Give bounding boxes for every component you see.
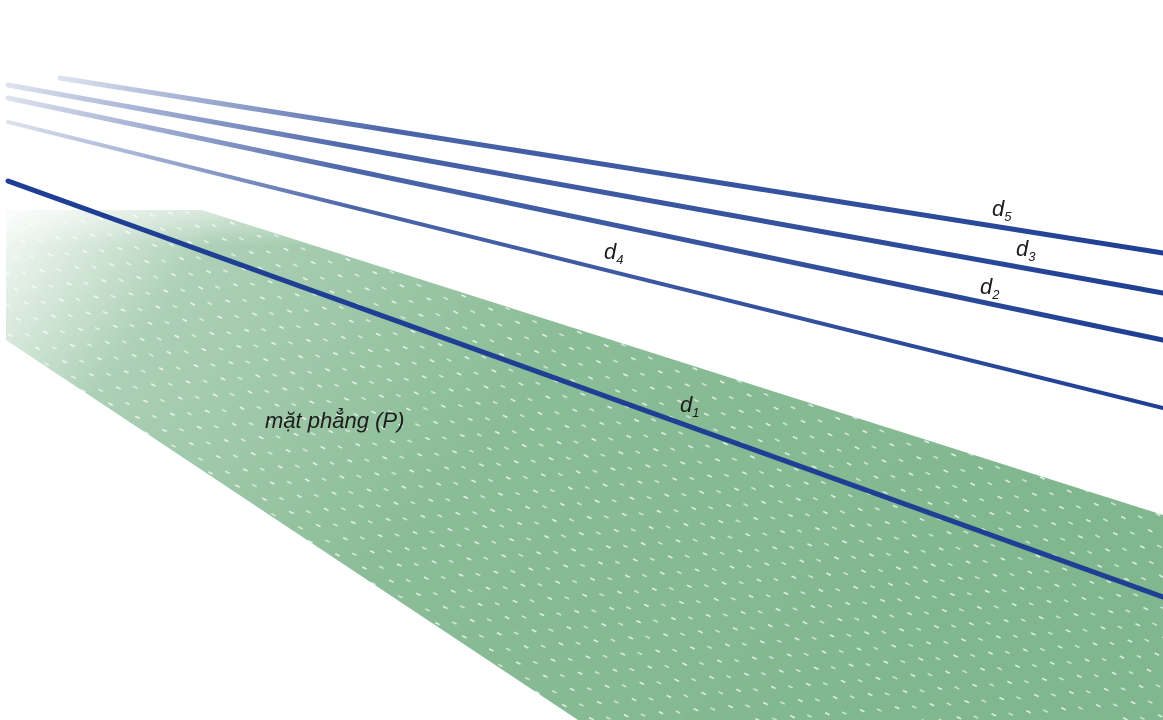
line-d2 bbox=[5, 95, 1163, 343]
lines-group bbox=[5, 75, 1163, 600]
label-d3: d3 bbox=[1016, 236, 1036, 264]
label-d4-letter: d bbox=[604, 239, 617, 264]
plane-p-top-fade bbox=[0, 200, 500, 330]
label-d2: d2 bbox=[980, 274, 1000, 302]
line-d1 bbox=[5, 178, 1163, 600]
label-d5-letter: d bbox=[992, 196, 1005, 221]
label-d3-index: 3 bbox=[1028, 249, 1036, 264]
label-d5: d5 bbox=[992, 196, 1012, 224]
line-d4 bbox=[6, 120, 1163, 410]
label-d2-index: 2 bbox=[991, 287, 1000, 302]
label-d3-letter: d bbox=[1016, 236, 1029, 261]
label-d1-index: 1 bbox=[692, 405, 699, 420]
label-d1-letter: d bbox=[680, 392, 693, 417]
label-d4: d4 bbox=[604, 239, 623, 267]
label-d5-index: 5 bbox=[1004, 209, 1012, 224]
plane-p-texture bbox=[6, 210, 1163, 720]
label-d2-letter: d bbox=[980, 274, 993, 299]
plane-p bbox=[0, 200, 1163, 720]
label-d4-index: 4 bbox=[616, 252, 623, 267]
label-d1: d1 bbox=[680, 392, 699, 420]
line-d3 bbox=[5, 82, 1163, 296]
line-d5 bbox=[57, 75, 1163, 256]
plane-label: mặt phẳng (P) bbox=[265, 408, 404, 433]
